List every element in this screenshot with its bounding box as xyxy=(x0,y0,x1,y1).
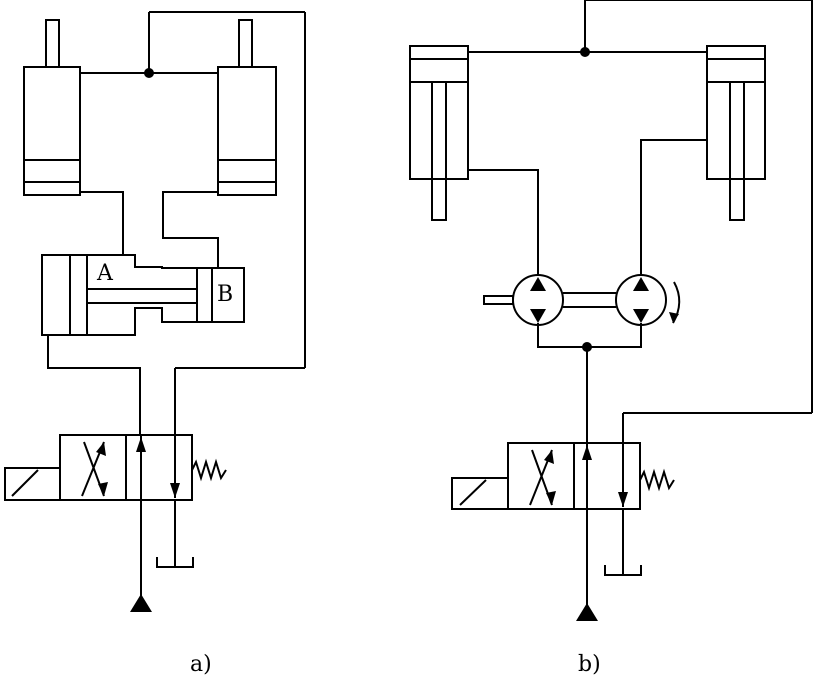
cylinder-to-synchronizer-lines xyxy=(80,191,219,268)
port-label-a: A xyxy=(96,261,114,286)
left-cylinder-a xyxy=(23,19,81,196)
supply-and-tank-a xyxy=(130,500,194,612)
pressure-source-icon xyxy=(576,603,598,621)
caption-a: a) xyxy=(190,652,212,677)
directional-valve-b xyxy=(451,442,675,510)
motor-outlet-lines xyxy=(537,323,642,443)
top-supply-line-b xyxy=(468,0,813,443)
pressure-source-icon xyxy=(130,594,152,612)
synchronizer-to-valve-lines-a xyxy=(47,335,141,435)
panel-b: b) xyxy=(409,0,813,677)
motor-shaft-coupling xyxy=(563,292,616,308)
panel-a: A B xyxy=(4,11,306,677)
left-cylinder-b xyxy=(409,45,469,221)
rotation-arrow-icon xyxy=(669,312,679,323)
supply-and-tank-b xyxy=(576,509,642,621)
synchronizing-cylinder: A B xyxy=(41,254,245,336)
cylinder-to-motor-lines xyxy=(468,139,707,277)
top-supply-line-a xyxy=(80,11,306,435)
right-cylinder-a xyxy=(217,19,277,196)
caption-b: b) xyxy=(578,652,601,677)
directional-valve-a xyxy=(4,434,227,501)
right-cylinder-b xyxy=(706,45,766,221)
hydraulic-motor-right xyxy=(615,274,681,326)
hydraulic-motor-left xyxy=(483,274,564,326)
port-label-b: B xyxy=(217,282,233,307)
